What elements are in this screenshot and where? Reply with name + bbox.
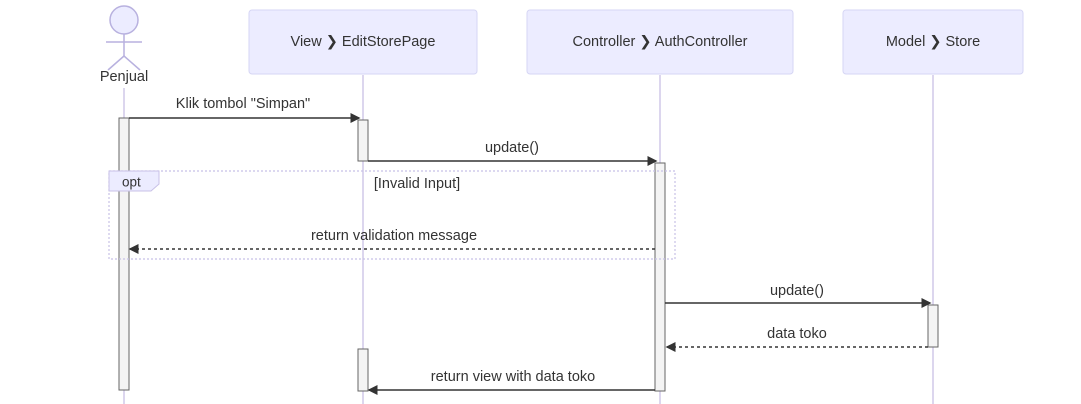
message-3: return validation message (128, 228, 655, 254)
participant-view-box (248, 9, 478, 75)
participant-controller: Controller ❯ AuthController (526, 9, 794, 75)
activation-model (927, 304, 939, 348)
message-4-label: update() (770, 283, 824, 299)
message-1-label: Klik tombol "Simpan" (176, 96, 310, 112)
message-2: update() (368, 140, 658, 166)
participant-controller-box (526, 9, 794, 75)
participant-controller-label: Controller ❯ AuthController (573, 34, 748, 50)
message-2-label: update() (485, 140, 539, 156)
message-4: update() (665, 283, 932, 308)
participant-model: Model ❯ Store (842, 9, 1024, 75)
participant-model-label: Model ❯ Store (886, 34, 980, 50)
opt-condition-label: [Invalid Input] (374, 176, 460, 192)
message-1: Klik tombol "Simpan" (129, 96, 361, 123)
message-6-label: return view with data toko (431, 369, 595, 385)
actor-right-leg-icon (123, 55, 141, 71)
actor-head-icon (109, 5, 139, 35)
opt-tab (108, 170, 160, 192)
opt-fragment: opt [Invalid Input] (108, 170, 676, 260)
opt-operator-label: opt (122, 175, 141, 190)
activation-penjual (118, 117, 130, 391)
activation-controller (654, 162, 666, 392)
opt-frame (108, 170, 676, 260)
message-5-label: data toko (767, 326, 827, 342)
activation-view-2 (357, 348, 369, 392)
actor-left-leg-icon (107, 55, 125, 71)
message-6: return view with data toko (367, 369, 655, 395)
participant-view: View ❯ EditStorePage (248, 9, 478, 75)
participant-model-box (842, 9, 1024, 75)
message-5: data toko (665, 326, 928, 352)
message-3-label: return validation message (311, 228, 477, 244)
actor-label: Penjual (100, 69, 148, 85)
participant-view-label: View ❯ EditStorePage (291, 34, 436, 50)
activation-view-1 (357, 119, 369, 162)
actor-penjual: Penjual (100, 5, 148, 85)
